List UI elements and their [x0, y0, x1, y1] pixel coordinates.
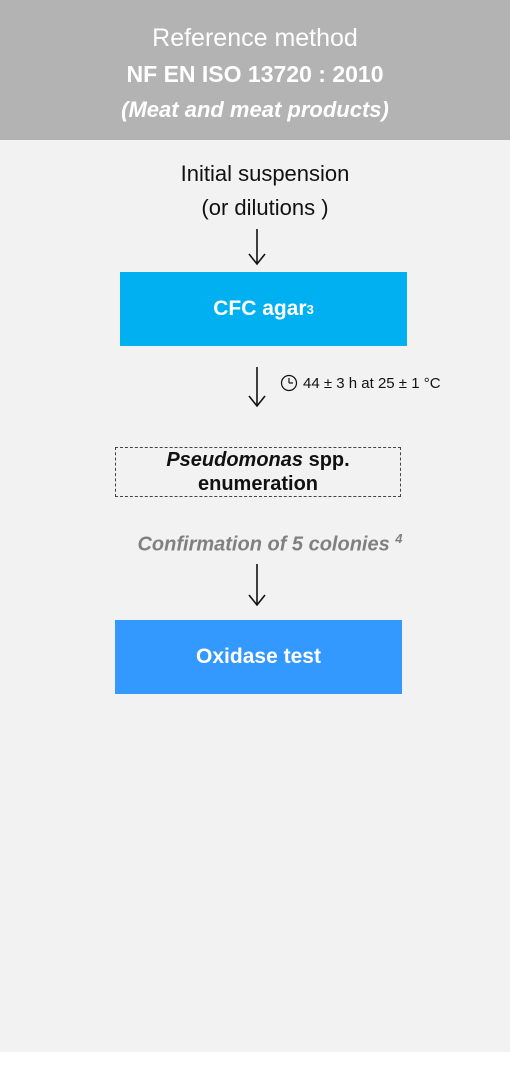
incubation-text: 44 ± 3 h at 25 ± 1 °C	[303, 374, 441, 392]
enumeration-organism: Pseudomonas spp.	[166, 448, 349, 472]
enumeration-label: enumeration	[197, 473, 319, 495]
initial-suspension-step: Initial suspension (or dilutions )	[60, 157, 470, 225]
down-arrow-icon	[248, 229, 266, 266]
confirmation-step: Confirmation of 5 colonies 4	[60, 526, 480, 558]
header-title: Reference method	[152, 24, 358, 52]
initial-suspension-label: Initial suspension	[180, 161, 350, 186]
cfc-agar-label: CFC agar	[213, 297, 307, 320]
organism-genus: Pseudomonas	[166, 449, 304, 471]
method-header: Reference method NF EN ISO 13720 : 2010 …	[0, 0, 510, 140]
confirmation-label: Confirmation of 5 colonies	[137, 533, 396, 556]
organism-spp: spp.	[303, 449, 350, 471]
oxidase-test-label: Oxidase test	[196, 645, 321, 668]
cfc-footnote-mark: 3	[306, 301, 314, 317]
incubation-condition: 44 ± 3 h at 25 ± 1 °C	[280, 371, 441, 395]
enumeration-box: Pseudomonas spp. enumeration	[115, 447, 401, 497]
oxidase-test-box: Oxidase test	[115, 620, 402, 694]
confirmation-footnote-mark: 4	[395, 531, 403, 546]
down-arrow-icon	[248, 564, 266, 607]
header-standard: NF EN ISO 13720 : 2010	[126, 61, 384, 87]
dilutions-label: (or dilutions )	[201, 195, 329, 220]
header-scope: (Meat and meat products)	[121, 97, 389, 122]
clock-icon	[280, 374, 298, 392]
down-arrow-icon	[248, 367, 266, 408]
